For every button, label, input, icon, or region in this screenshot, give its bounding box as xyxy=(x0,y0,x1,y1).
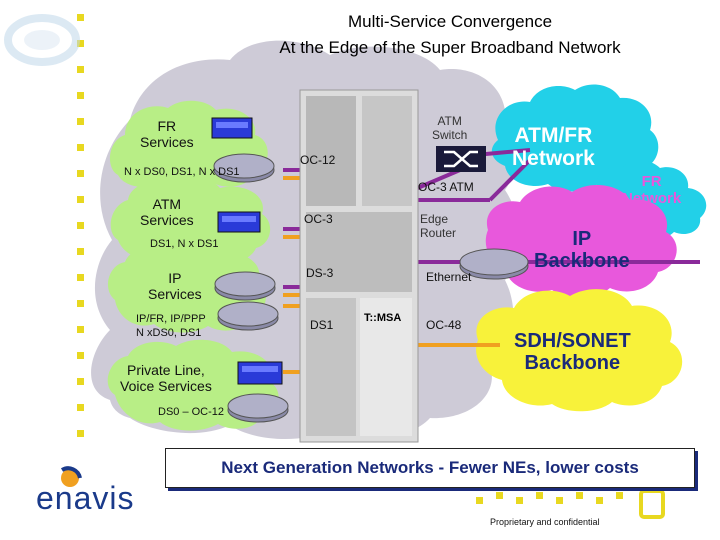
router-icons xyxy=(213,153,529,423)
ip-backbone-label: IP Backbone xyxy=(534,228,630,272)
enavis-logo-icon xyxy=(60,466,82,487)
atm-fr-network-label: ATM/FR Network xyxy=(512,124,595,171)
atm-services-label: ATM Services xyxy=(140,196,194,229)
left-dot-bar xyxy=(77,14,84,437)
private-line-rates: DS0 – OC-12 xyxy=(158,406,225,418)
edge-router-label: Edge Router xyxy=(420,212,457,240)
ip-backbone-cloud xyxy=(485,185,677,298)
bottom-dot-bar xyxy=(476,492,623,504)
ip-services-rates: IP/FR, IP/PPP N xDS0, DS1 xyxy=(136,313,206,340)
summary-banner: Next Generation Networks - Fewer NEs, lo… xyxy=(165,448,695,488)
port-ds1: DS1 xyxy=(310,318,334,332)
sdh-sonet-label: SDH/SONET Backbone xyxy=(514,330,631,374)
corner-square-icon xyxy=(639,489,665,519)
fr-services-label: FR Services xyxy=(140,118,194,151)
watermark-logo xyxy=(4,14,80,66)
private-line-label: Private Line, Voice Services xyxy=(120,362,212,395)
atm-services-cloud xyxy=(110,178,271,264)
port-oc48: OC-48 xyxy=(426,318,462,332)
ip-services-label: IP Services xyxy=(148,270,202,303)
mux-icons xyxy=(211,117,283,385)
atm-services-rates: DS1, N x DS1 xyxy=(150,238,219,250)
footer-text: Proprietary and confidential xyxy=(490,517,600,527)
port-ethernet: Ethernet xyxy=(426,270,472,284)
fr-network-label: FR Network xyxy=(622,173,682,207)
title-line2: At the Edge of the Super Broadband Netwo… xyxy=(279,38,621,57)
msa-label: T::MSA xyxy=(364,312,402,324)
title-line1: Multi-Service Convergence xyxy=(347,12,553,31)
summary-banner-text: Next Generation Networks - Fewer NEs, lo… xyxy=(221,458,639,477)
enavis-logo-text: enavis xyxy=(36,480,135,516)
port-oc3: OC-3 xyxy=(304,212,333,226)
port-oc12: OC-12 xyxy=(300,153,336,167)
sdh-sonet-cloud xyxy=(476,289,683,412)
atm-fr-network-cloud xyxy=(491,84,659,192)
msa-rack xyxy=(299,89,419,443)
atm-switch-icon xyxy=(436,146,486,172)
port-oc3-atm: OC-3 ATM xyxy=(418,180,474,194)
port-ds3: DS-3 xyxy=(306,266,334,280)
fr-services-rates: N x DS0, DS1, N x DS1 xyxy=(124,166,240,178)
atm-switch-label: ATM Switch xyxy=(432,114,468,142)
